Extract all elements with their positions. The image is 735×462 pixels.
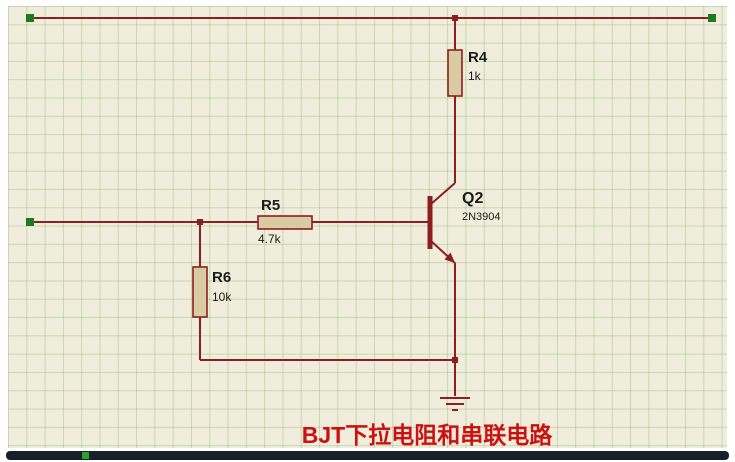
- label-r6-value: 10k: [212, 290, 232, 304]
- label-r4-ref: R4: [468, 49, 488, 66]
- label-q2-ref: Q2: [462, 190, 483, 207]
- junction-bottom-rail: [452, 357, 458, 363]
- resistor-r4-body: [447, 49, 463, 97]
- label-r5-value: 4.7k: [258, 232, 282, 246]
- transistor-collector-lead: [430, 182, 456, 205]
- junction-top-rail: [452, 15, 458, 21]
- label-r4-value: 1k: [468, 69, 482, 83]
- schematic-grid-background: [8, 6, 727, 448]
- resistor-r5-body: [257, 215, 313, 230]
- transistor-emitter-arrow: [444, 252, 455, 263]
- schematic-title: BJT下拉电阻和串联电路: [302, 422, 553, 448]
- terminal-input-left: [26, 218, 34, 226]
- label-r6-ref: R6: [212, 269, 231, 286]
- terminal-top-left: [26, 14, 34, 22]
- bottom-image-strip: [6, 451, 729, 460]
- resistor-r6-body: [192, 266, 208, 318]
- transistor-q2: [427, 182, 456, 264]
- label-q2-partnumber: 2N3904: [462, 211, 501, 223]
- terminal-top-right: [708, 14, 716, 22]
- bottom-strip-green-dot: [82, 452, 89, 459]
- junction-base-line: [197, 219, 203, 225]
- label-r5-ref: R5: [261, 197, 280, 214]
- ground-symbol: [440, 397, 470, 411]
